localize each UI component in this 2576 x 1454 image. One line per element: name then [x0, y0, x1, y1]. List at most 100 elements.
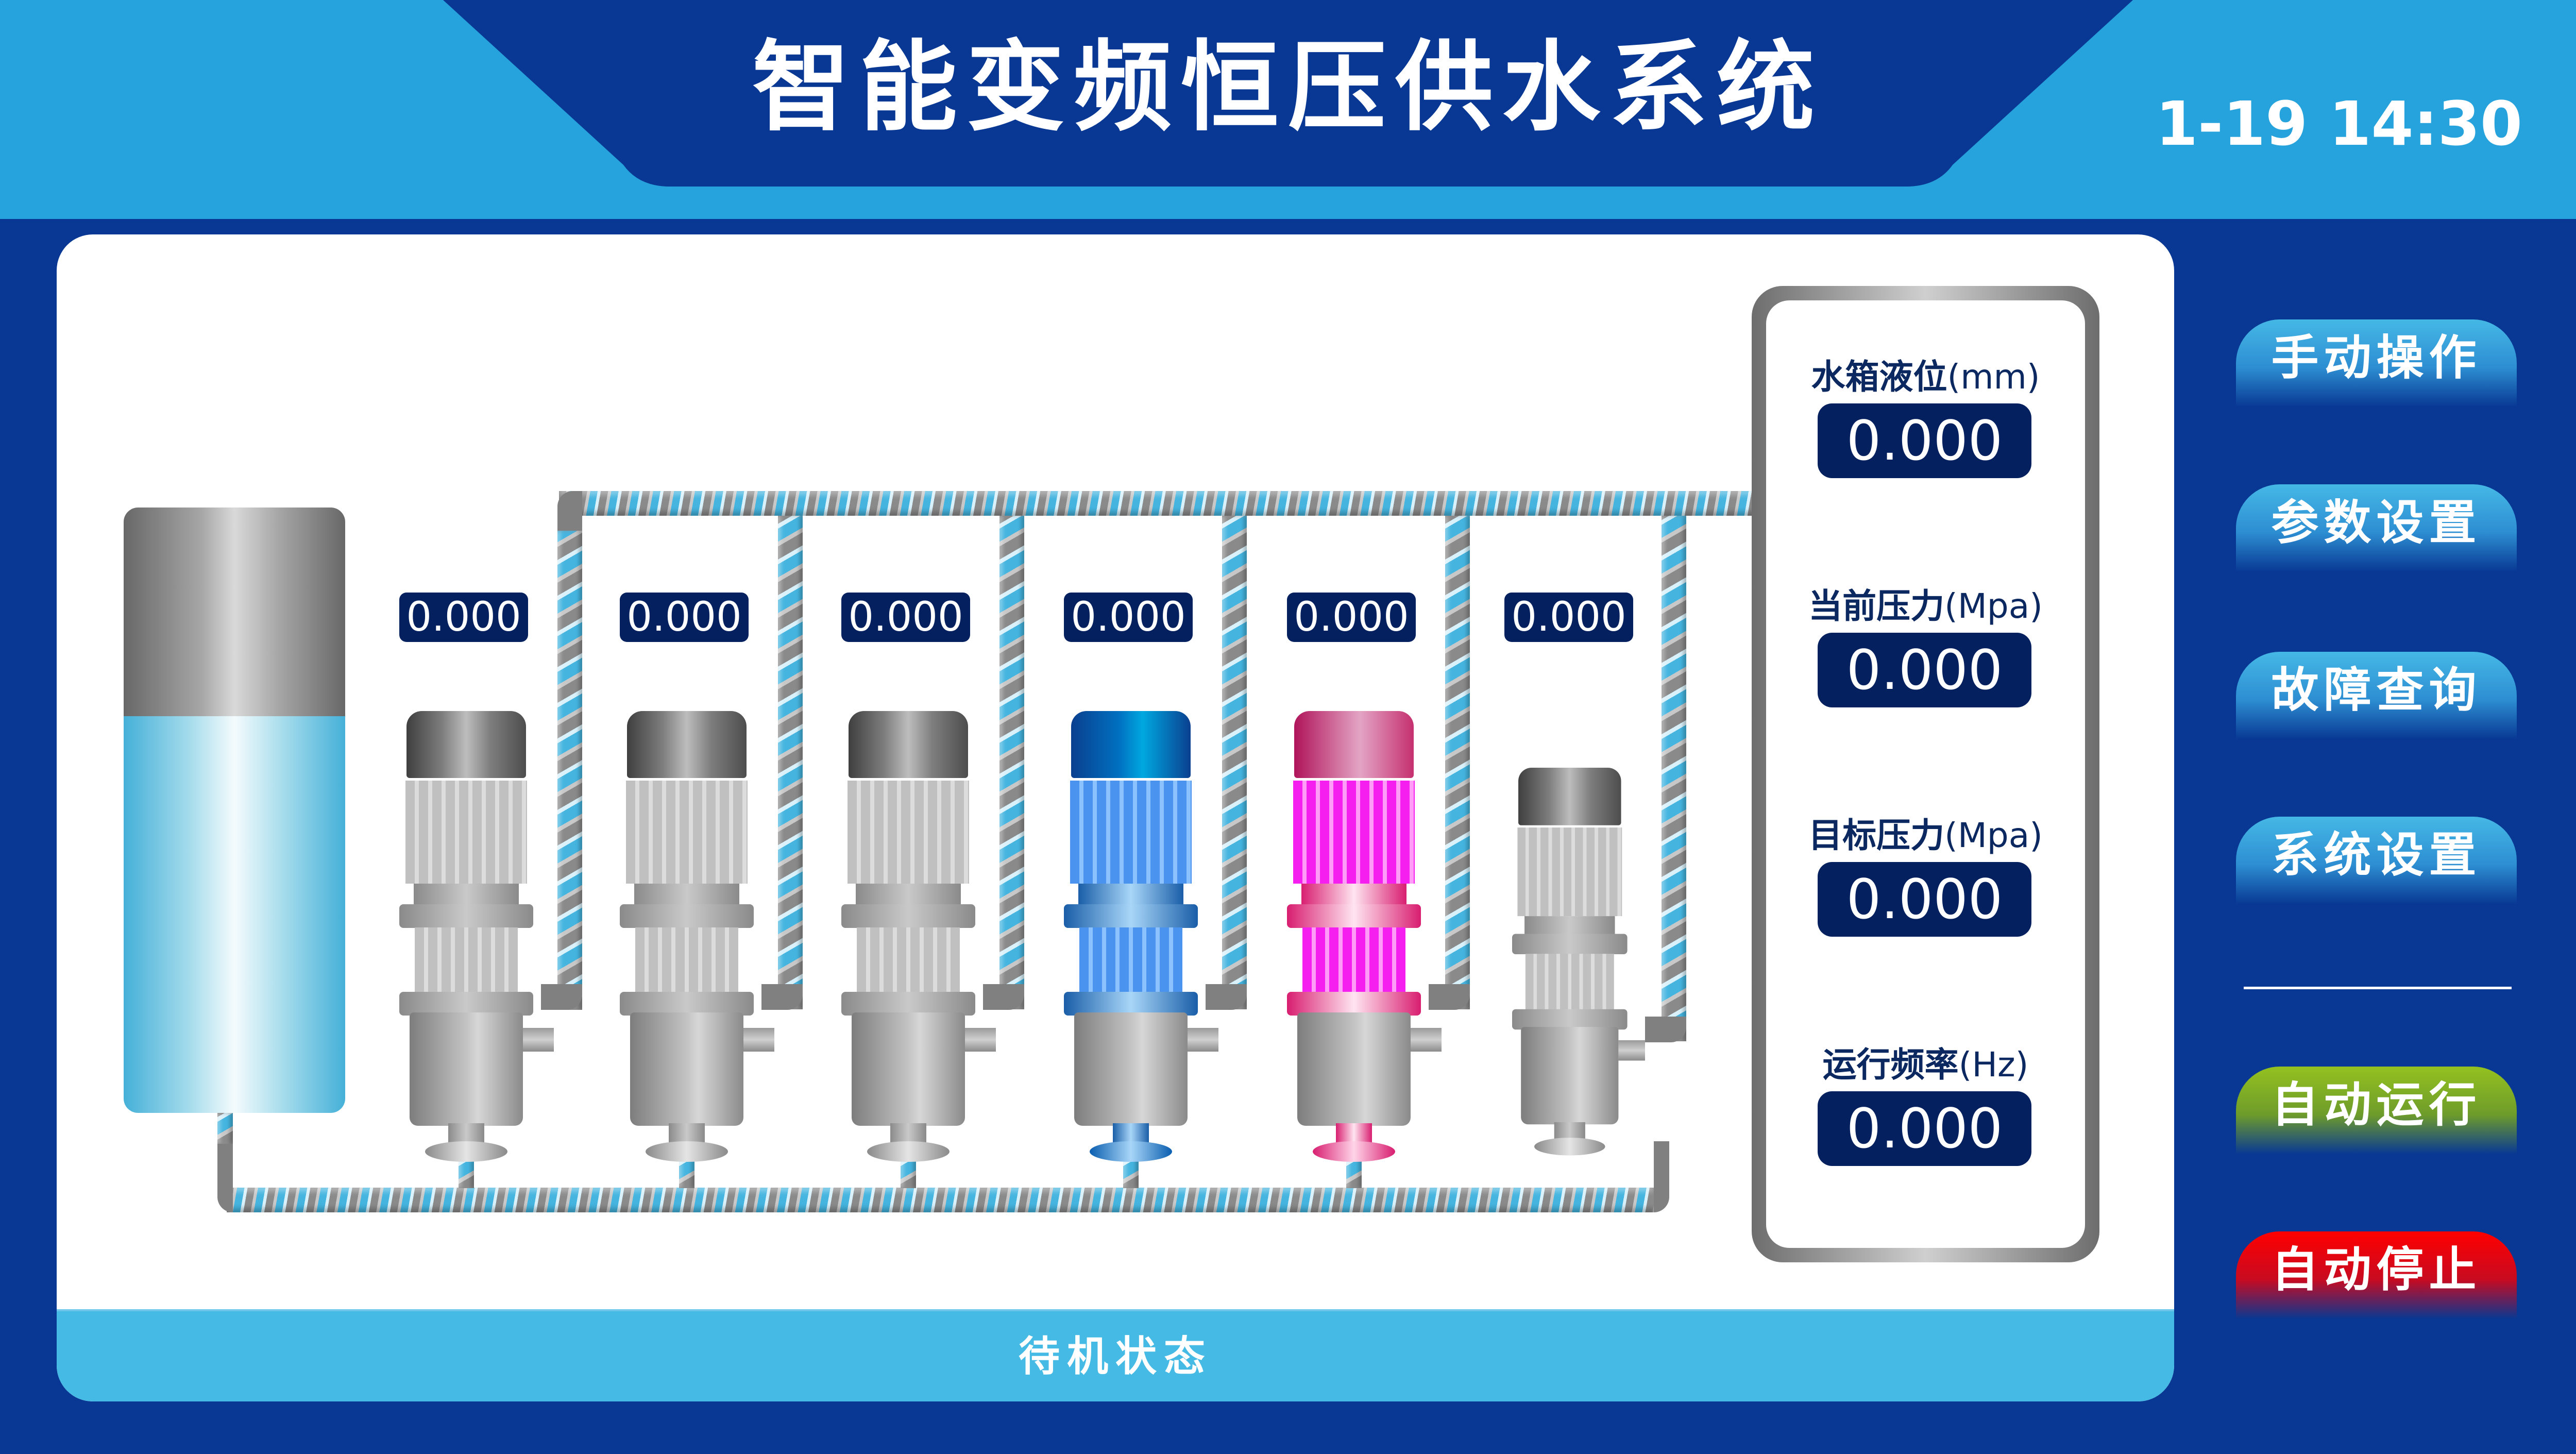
pump-3[interactable]: [841, 711, 996, 1162]
pump-5[interactable]: [1287, 711, 1442, 1162]
target-pressure-label: 目标压力(Mpa): [1766, 808, 2085, 857]
label-text: 运行频率: [1822, 1045, 1959, 1085]
pump-6[interactable]: [1512, 768, 1645, 1156]
label-unit: (Mpa): [1944, 816, 2043, 855]
pump-4[interactable]: [1064, 711, 1218, 1162]
parameter-settings-button[interactable]: 参数设置: [2236, 484, 2517, 572]
outlet-elbow-1: [541, 984, 582, 1010]
riser-pipe-6: [1662, 516, 1686, 1041]
tank-outlet-pipe: [217, 1113, 233, 1144]
flange: [1287, 904, 1421, 928]
coupling-fins: [1079, 927, 1182, 994]
outlet-elbow-6: [1645, 1017, 1686, 1042]
label-text: 当前压力: [1808, 586, 1945, 626]
inlet-flange: [1313, 1141, 1395, 1162]
pump-body: [1297, 1012, 1411, 1126]
label-text: 水箱液位: [1811, 357, 1947, 397]
readout-panel: 水箱液位(mm) 0.000 当前压力(Mpa) 0.000 目标压力(Mpa)…: [1752, 286, 2099, 1262]
motor-cap: [1294, 711, 1414, 778]
flange: [1064, 904, 1198, 928]
run-frequency-label: 运行频率(Hz): [1766, 1037, 2085, 1087]
water-tank: [124, 508, 345, 1113]
pump-body: [852, 1012, 965, 1126]
outlet-nozzle: [1618, 1040, 1645, 1061]
target-pressure-value: 0.000: [1818, 862, 2031, 937]
flange: [1064, 992, 1198, 1016]
inlet-flange: [1534, 1138, 1605, 1156]
pump-body: [630, 1012, 743, 1126]
coupling-fins: [1302, 927, 1405, 994]
outlet-nozzle: [523, 1028, 554, 1052]
header-title-plate: [443, 0, 2133, 187]
auto-run-button[interactable]: 自动运行: [2236, 1067, 2517, 1154]
pump-1-value: 0.000: [399, 593, 528, 642]
button-divider: [2244, 987, 2512, 989]
coupling-fins: [415, 927, 518, 994]
bottom-elbow-right: [1654, 1141, 1669, 1212]
system-settings-button[interactable]: 系统设置: [2236, 817, 2517, 904]
riser-pipe-5: [1445, 516, 1470, 1009]
motor-neck: [1301, 884, 1406, 907]
status-bar: 待机状态: [57, 1309, 2174, 1401]
motor-fins: [1070, 781, 1192, 884]
motor-fins: [1293, 781, 1415, 884]
pump-4-value: 0.000: [1064, 593, 1193, 642]
outlet-elbow-5: [1429, 984, 1470, 1010]
motor-cap: [627, 711, 747, 778]
outlet-nozzle: [743, 1028, 774, 1052]
flange: [399, 992, 533, 1016]
tank-level-value: 0.000: [1818, 403, 2031, 478]
flange: [620, 992, 754, 1016]
flange: [620, 904, 754, 928]
motor-neck: [414, 884, 519, 907]
inlet-flange: [646, 1141, 728, 1162]
flange: [1512, 1009, 1628, 1030]
label-text: 目标压力: [1808, 816, 1945, 855]
motor-fins: [405, 781, 527, 884]
pump-2-value: 0.000: [620, 593, 749, 642]
readout-panel-inner: 水箱液位(mm) 0.000 当前压力(Mpa) 0.000 目标压力(Mpa)…: [1766, 300, 2085, 1248]
motor-neck: [1078, 884, 1183, 907]
coupling-fins: [857, 927, 960, 994]
outlet-nozzle: [1411, 1028, 1442, 1052]
motor-neck: [634, 884, 739, 907]
pump-1[interactable]: [399, 711, 554, 1162]
date-time: 1-19 14:30: [2156, 88, 2522, 159]
outlet-nozzle: [1188, 1028, 1218, 1052]
motor-cap: [1518, 768, 1621, 825]
pump-2[interactable]: [620, 711, 774, 1162]
run-frequency-value: 0.000: [1818, 1091, 2031, 1166]
outlet-nozzle: [965, 1028, 996, 1052]
pump-body: [1074, 1012, 1188, 1126]
fault-query-button[interactable]: 故障查询: [2236, 652, 2517, 739]
label-unit: (Hz): [1958, 1045, 2029, 1085]
pipe-elbow: [557, 491, 582, 532]
current-pressure-label: 当前压力(Mpa): [1766, 579, 2085, 628]
riser-pipe-1: [557, 531, 582, 1010]
pump-body: [410, 1012, 523, 1126]
coupling-fins: [1525, 954, 1614, 1011]
flange: [841, 904, 975, 928]
manual-operation-button[interactable]: 手动操作: [2236, 319, 2517, 407]
flange: [841, 992, 975, 1016]
process-panel: 0.000 0.000 0.000 0.000 0.000 0.000: [57, 234, 2174, 1401]
pump-5-value: 0.000: [1287, 593, 1416, 642]
riser-pipe-4: [1222, 516, 1247, 1009]
tank-empty-space: [124, 508, 345, 716]
flange: [1287, 992, 1421, 1016]
flange: [399, 904, 533, 928]
flange: [1512, 934, 1628, 955]
page-title: 智能变频恒压供水系统: [752, 30, 1824, 144]
outlet-elbow-4: [1206, 984, 1247, 1010]
auto-stop-button[interactable]: 自动停止: [2236, 1231, 2517, 1319]
motor-fins: [848, 781, 969, 884]
motor-fins: [626, 781, 748, 884]
outlet-elbow-3: [983, 984, 1024, 1010]
label-unit: (Mpa): [1944, 586, 2043, 626]
riser-pipe-3: [999, 516, 1024, 1009]
bottom-suction-pipe: [227, 1188, 1654, 1212]
inlet-flange: [1090, 1141, 1172, 1162]
motor-cap: [406, 711, 526, 778]
pump-body: [1521, 1027, 1619, 1125]
motor-neck: [856, 884, 961, 907]
